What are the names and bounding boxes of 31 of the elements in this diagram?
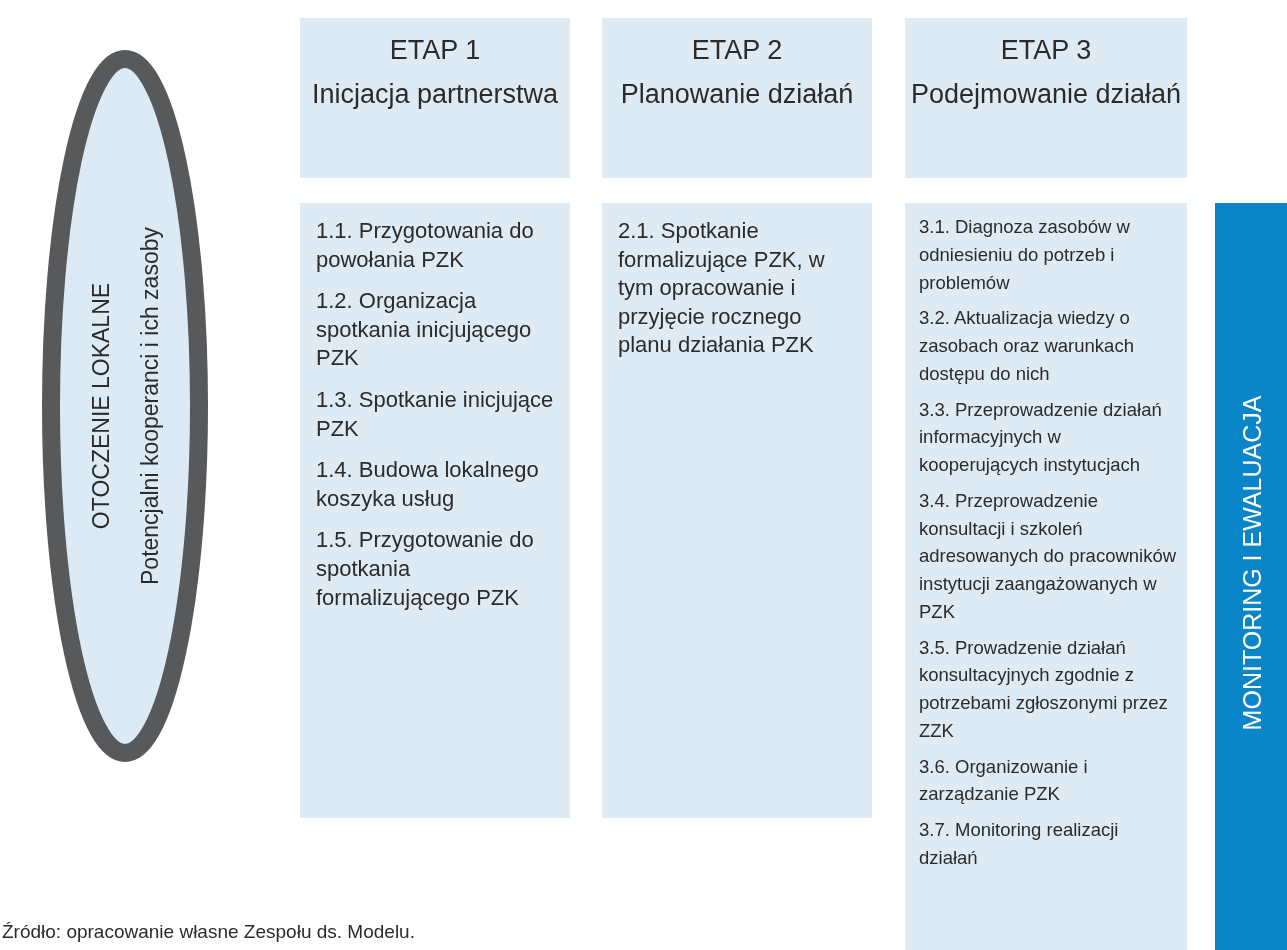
ellipse-subtitle: Potencjalni kooperanci i ich zasoby [139,226,162,587]
stage-header-box [905,18,1187,178]
task-item: 1.5. Przygotowanie do spotkania formalizującego PZK [316,526,535,612]
stage-header-box [602,18,872,178]
ellipse-shape [42,50,208,762]
side-bar-label: MONITORING I EWALUACJA [1236,394,1266,732]
ellipse-title: OTOCZENIE LOKALNE [90,281,113,532]
stage-title: Podejmowanie działań [909,78,1183,111]
task-item: 3.7. Monitoring realizacji działań [919,818,1120,870]
task-item: 1.2. Organizacja spotkania inicjującego PZK [316,287,533,373]
stage-tasks-panel [905,203,1187,950]
task-item: 3.1. Diagnoza zasobów w odniesieniu do potrzeb i problemów [919,215,1131,295]
task-item: 1.3. Spotkanie inicjujące PZK [316,385,555,443]
task-item: 2.1. Spotkanie formalizujące PZK, w tym opracowanie i przyjęcie rocznego planu działania PZK [618,217,826,360]
source-caption: Źródło: opracowanie własne Zespołu ds. Modelu. [2,921,415,943]
stage-title: Inicjacja partnerstwa [310,78,560,111]
stage-header-box [300,18,570,178]
stage-number: ETAP 3 [999,34,1093,67]
stage-tasks-panel [300,203,570,818]
task-item: 1.1. Przygotowania do powołania PZK [316,217,535,274]
stage-number: ETAP 1 [388,34,482,67]
stage-title: Planowanie działań [619,78,855,111]
stage-tasks-panel [602,203,872,818]
task-item: 3.5. Prowadzenie działań konsultacyjnych zgodnie z potrzebami zgłoszonymi przez ZZK [919,635,1169,743]
side-bar [1215,203,1287,950]
task-item: 1.4. Budowa lokalnego koszyka usług [316,456,540,513]
task-item: 3.6. Organizowanie i zarządzanie PZK [919,754,1089,807]
task-item: 3.4. Przeprowadzenie konsultacji i szkoleń adresowanych do pracowników instytucji zaangażowanych w PZK [919,488,1178,624]
stage-number: ETAP 2 [690,34,784,67]
task-item: 3.3. Przeprowadzenie działań informacyjnych w kooperujących instytucjach [919,397,1163,477]
task-item: 3.2. Aktualizacja wiedzy o zasobach oraz warunkach dostępu do nich [919,306,1135,386]
